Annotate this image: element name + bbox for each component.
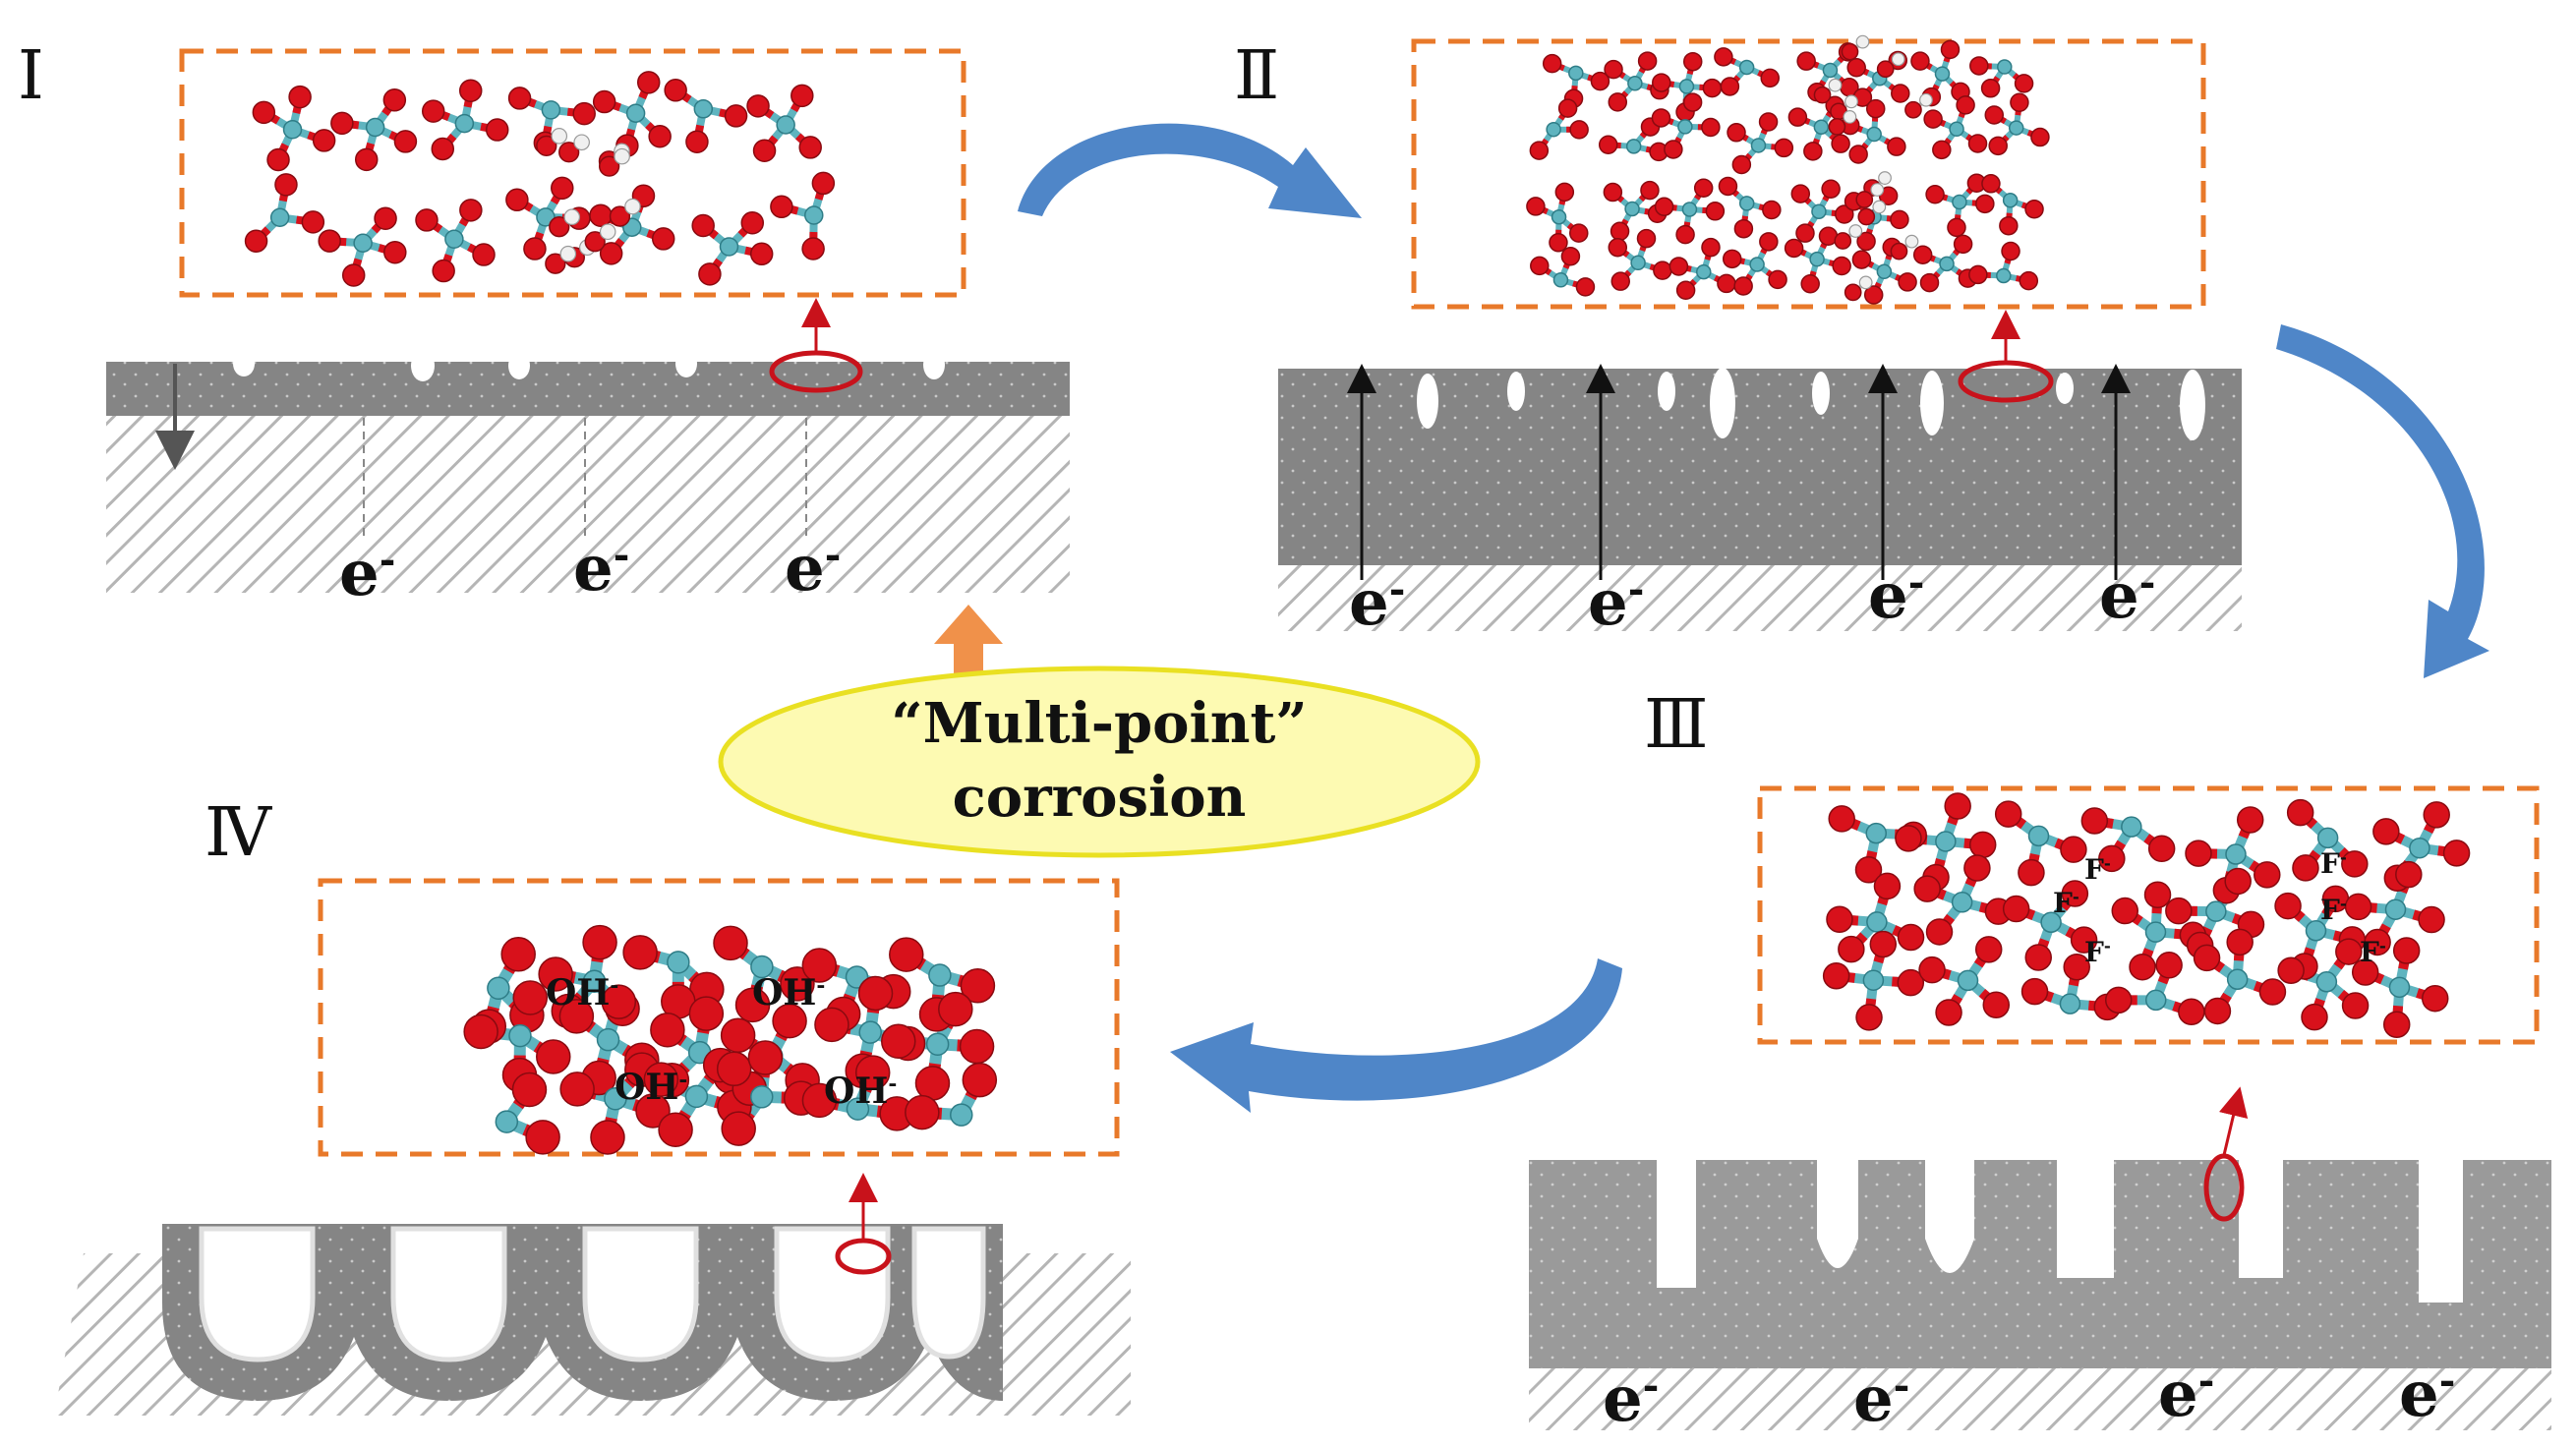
stage-i-oxide-layer [106, 362, 1070, 416]
stage-ii: Ⅱ e- e- e- e- [1234, 34, 2242, 640]
stage-ii-highlight-circle [1958, 360, 2054, 403]
svg-text:F-: F- [2320, 894, 2347, 926]
stage-ii-electron-2: e- [1588, 566, 1644, 640]
stage-ii-electron-arrows [1347, 364, 2131, 580]
stage-ii-substrate [1278, 562, 2242, 631]
stage-ii-pits [1417, 368, 2205, 440]
center-ellipse [718, 666, 1481, 858]
center-title-line-2: corrosion [953, 765, 1247, 830]
svg-text:OH-: OH- [824, 1071, 897, 1112]
stage-ii-molecule-frame [1411, 38, 2206, 310]
stage-iii-label: Ⅲ [1644, 686, 1709, 764]
cycle-arrow-ii-to-iii [2276, 324, 2489, 678]
stage-ii-oxide-layer [1278, 369, 2242, 565]
stage-iii-molecule-frame [1757, 785, 2540, 1045]
stage-iii-molecule-structure: F-F-F-F-F-F- [1822, 792, 2471, 1038]
stage-i-molecule-frame [179, 48, 966, 298]
svg-text:F-: F- [2360, 936, 2386, 968]
stage-iii-oxide-layer [1529, 1160, 2551, 1368]
stage-ii-molecule-structure [1526, 34, 2050, 305]
stage-ii-label: Ⅱ [1234, 37, 1279, 115]
stage-iii-electron-3: e- [2158, 1358, 2214, 1431]
cycle-arrow-iii-to-iv [1170, 958, 1622, 1113]
stage-iv-label: Ⅳ [205, 794, 272, 872]
stage-iii-highlight-circle [2203, 1153, 2245, 1222]
center-callout: “Multi-point” corrosion [718, 605, 1481, 858]
stage-i-label: Ⅰ [18, 37, 44, 115]
stage-i-highlight-circle [769, 350, 863, 393]
stage-ii-electron-3: e- [1868, 559, 1924, 633]
svg-text:F-: F- [2053, 887, 2079, 919]
stage-iii-electron-2: e- [1853, 1362, 1909, 1436]
stage-iii: Ⅲ F-F-F-F-F-F- e- e- e- e- [1529, 686, 2551, 1436]
svg-text:OH-: OH- [615, 1067, 687, 1108]
stage-i-molecule-structure [244, 71, 836, 287]
center-title-line-1: “Multi-point” [891, 691, 1307, 756]
stage-iv-molecule-structure: OH- OH- OH- OH- [463, 924, 998, 1155]
stage-ii-electron-1: e- [1349, 566, 1405, 640]
stage-i-electron-1: e- [339, 537, 395, 610]
stage-iii-substrate [1529, 1366, 2551, 1430]
stage-i-electron-3: e- [785, 532, 841, 606]
stage-i: Ⅰ e- e- e- [18, 37, 1070, 610]
stage-ii-electron-4: e- [2099, 559, 2155, 633]
stage-iv: Ⅳ OH- OH- OH- OH- [54, 794, 1131, 1416]
stage-i-substrate [106, 411, 1070, 593]
stage-iii-electron-1: e- [1603, 1362, 1659, 1436]
stage-iii-highlight-arrow [2218, 1086, 2249, 1156]
svg-text:OH-: OH- [752, 972, 825, 1014]
stage-i-electron-2: e- [573, 532, 629, 606]
stage-iv-scalloped-layer [162, 1224, 1003, 1401]
svg-text:OH-: OH- [546, 972, 618, 1014]
stage-i-electron-paths [363, 418, 807, 539]
center-up-arrow [934, 605, 1003, 688]
svg-text:F-: F- [2084, 853, 2111, 886]
svg-text:F-: F- [2084, 936, 2111, 968]
svg-text:F-: F- [2320, 847, 2347, 880]
cycle-arrow-i-to-ii [1018, 123, 1362, 218]
stage-i-pits [233, 350, 945, 381]
stage-iv-molecule-frame [318, 878, 1120, 1157]
stage-iii-electron-4: e- [2399, 1358, 2455, 1431]
stage-iii-pits [1657, 1160, 2463, 1303]
cycle-arrows [1018, 123, 2489, 1113]
